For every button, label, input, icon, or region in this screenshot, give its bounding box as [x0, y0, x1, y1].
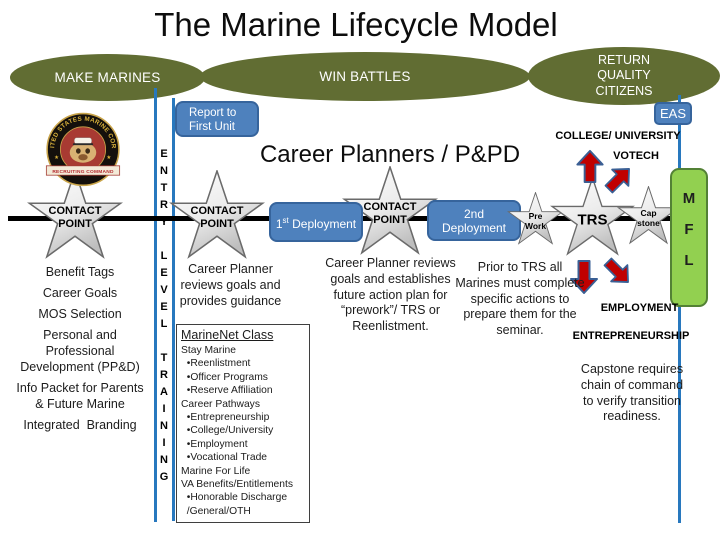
entry-training-left-line [154, 88, 157, 522]
prior-to-trs-note: Prior to TRS all Marines must complete s… [455, 260, 585, 337]
arrow-up-right-icon [596, 156, 641, 201]
seal-banner-text: RECRUITING COMMAND [52, 169, 114, 175]
first-deployment-box: 1st Deployment [269, 202, 363, 242]
star-icon [27, 170, 123, 259]
first-deployment-label: 1st Deployment [275, 215, 357, 231]
arrow-down-icon [569, 259, 599, 295]
eas-box: EAS [654, 102, 692, 125]
college-university-label: COLLEGE/ UNIVERSITY [555, 130, 681, 142]
report-to-first-unit-box: Report to First Unit [175, 101, 259, 137]
eas-vertical-line [678, 95, 681, 523]
usmc-recruiting-command-seal: UNITED STATES MARINE CORPS ★ ★ RECRUITIN… [42, 107, 122, 190]
bulldog-icon [69, 142, 97, 163]
star-icon [169, 170, 265, 259]
career-planner-note-1: Career Planner reviews goals and provide… [179, 262, 285, 308]
trs-label: TRS [577, 211, 608, 228]
phase-label-win-battles: WIN BATTLES [319, 69, 411, 84]
star-icon [342, 166, 438, 255]
seal-star-left: ★ [54, 155, 59, 161]
report-line1: Report to [189, 107, 237, 119]
star-icon [507, 192, 564, 245]
arrow-up-icon [575, 149, 605, 184]
capstone-note: Capstone requires chain of command to ve… [580, 362, 687, 424]
career-planners-heading: Career Planners / P&PD [259, 141, 521, 168]
entrepreneurship-label: ENTREPRENEURSHIP [572, 330, 690, 342]
career-planner-note-2: Career Planner reviews goals and establi… [325, 256, 460, 333]
arrow-down-right-icon [595, 249, 640, 294]
seal-icon: UNITED STATES MARINE CORPS ★ ★ RECRUITIN… [42, 107, 121, 187]
phase-oval-win-battles: WIN BATTLES [200, 52, 530, 101]
slide-title: The Marine Lifecycle Model [154, 6, 558, 43]
seal-star-right: ★ [106, 155, 111, 161]
marinenet-class-box: MarineNet Class Stay Marine •Reenlistmen… [176, 324, 310, 523]
phase-oval-make-marines: MAKE MARINES [10, 54, 205, 101]
eas-label: EAS [659, 106, 686, 121]
phase-label-make-marines: MAKE MARINES [54, 70, 161, 85]
marinenet-title: MarineNet Class [181, 328, 274, 342]
trs-star: TRS [550, 177, 635, 262]
entry-training-right-line [172, 98, 175, 521]
employment-label: EMPLOYMENT [600, 302, 679, 314]
star-icon [550, 177, 635, 256]
marinenet-items: Stay Marine •Reenlistment •Officer Progr… [181, 345, 293, 517]
votech-label: VOTECH [613, 150, 659, 162]
report-line2: First Unit [189, 121, 235, 133]
